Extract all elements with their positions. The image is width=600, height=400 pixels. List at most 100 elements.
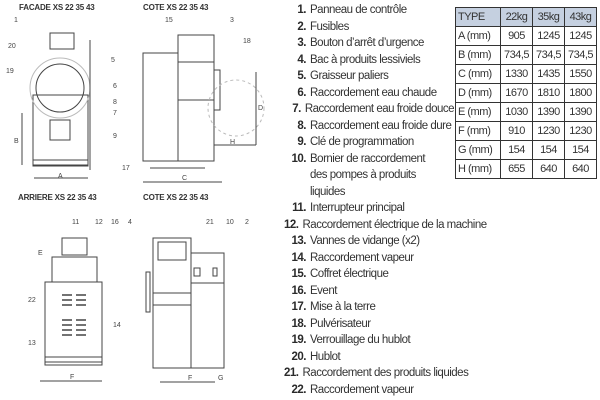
table-cell: A (mm) <box>455 26 501 46</box>
legend-number: 8. <box>297 119 306 132</box>
legend-number: 18. <box>291 317 307 330</box>
legend-text: Bac à produits lessiviels <box>310 53 421 66</box>
table-cell: B (mm) <box>455 45 501 65</box>
legend-text: Bouton d’arrêt d’urgence <box>310 37 424 49</box>
legend-item: 21.Raccordement des produits liquides <box>284 365 469 382</box>
table-cell: 640 <box>564 159 597 179</box>
legend-text: Raccordement vapeur <box>310 251 414 264</box>
table-cell: 1810 <box>532 83 565 103</box>
legend-number: 16. <box>291 284 307 297</box>
legend-text: Panneau de contrôle <box>310 4 407 16</box>
table-cell: 734,5 <box>532 45 565 65</box>
legend-text: Event <box>310 284 337 297</box>
legend-number: 3. <box>297 37 306 49</box>
legend-number: 17. <box>291 301 307 313</box>
table-cell: E (mm) <box>455 102 501 122</box>
table-cell: 1230 <box>532 121 565 141</box>
table-cell: 1330 <box>500 64 533 84</box>
table-header: 22kg <box>500 7 533 27</box>
legend-number: 1. <box>297 4 306 16</box>
table-cell: 1030 <box>500 102 533 122</box>
legend-number: 11. <box>292 202 306 214</box>
legend-text: Interrupteur principal <box>310 202 405 214</box>
dimension-label: B <box>14 138 19 145</box>
callout: 16 <box>111 219 119 226</box>
legend-item: 19.Verrouillage du hublot <box>284 332 454 349</box>
legend-text: Raccordement électrique de la machine <box>302 218 488 231</box>
legend-item: 20.Hublot <box>284 349 454 366</box>
legend-item: 18.Pulvérisateur <box>284 316 454 333</box>
legend-number: 21. <box>284 367 299 379</box>
legend-item: 13.Vannes de vidange (x2) <box>284 233 454 250</box>
rear-view-drawing <box>40 237 103 382</box>
callout: 3 <box>230 17 234 24</box>
rear-view-title: ARRIERE XS 22 35 43 <box>18 193 97 202</box>
table-cell: 154 <box>564 140 597 160</box>
callout: 12 <box>95 219 103 226</box>
legend-number: 9. <box>297 136 306 148</box>
callout: 20 <box>8 43 16 50</box>
legend-text: Fusibles <box>310 20 349 33</box>
dimension-label: E <box>38 250 43 257</box>
table-cell: 1670 <box>500 83 533 103</box>
legend-text: Raccordement eau froide dure <box>310 119 452 132</box>
legend-list: 1. Panneau de contrôle 2. Fusibles 3. Bouton … <box>284 2 487 399</box>
legend-item: 4.Bac à produits lessiviels <box>284 52 454 69</box>
legend-item: 22.Raccordement vapeur <box>284 382 454 399</box>
dimension-label: F <box>188 375 192 382</box>
legend-item: 2. Fusibles <box>284 19 454 36</box>
callout: 21 <box>206 219 214 226</box>
legend-item: 16.Event <box>284 283 454 300</box>
legend-text: Coffret électrique <box>310 268 389 280</box>
legend-number: 15. <box>291 268 307 280</box>
callout: 22 <box>28 297 36 304</box>
table-cell: 910 <box>500 121 533 141</box>
legend-number: 14. <box>291 251 307 264</box>
front-view-drawing <box>21 32 91 179</box>
legend-item: 11. Interrupteur principal <box>284 200 454 217</box>
table-cell: 905 <box>500 26 533 46</box>
table-cell: 734,5 <box>500 45 533 65</box>
legend-number: 2. <box>297 20 306 33</box>
legend-number: 13. <box>291 235 307 247</box>
legend-text: Mise à la terre <box>310 301 376 313</box>
callout: 10 <box>226 219 234 226</box>
table-header: 35kg <box>532 7 565 27</box>
legend-item: 6.Raccordement eau chaude <box>284 85 454 102</box>
callout: 18 <box>243 38 251 45</box>
table-header: 43kg <box>564 7 597 27</box>
legend-item: 3. Bouton d’arrêt d’urgence <box>284 35 454 52</box>
table-cell: 640 <box>532 159 565 179</box>
legend-number <box>284 167 310 184</box>
legend-item: des pompes à produits <box>284 167 454 184</box>
callout: 7 <box>113 110 117 117</box>
legend-number: 20. <box>291 350 307 363</box>
legend-text: liquides <box>310 185 346 198</box>
table-cell: 1390 <box>532 102 565 122</box>
callout: 6 <box>113 83 117 90</box>
table-cell: 1800 <box>564 83 597 103</box>
legend-number: 19. <box>291 334 307 346</box>
legend-item: 7.Raccordement eau froide douce <box>284 101 454 118</box>
table-cell: 1245 <box>564 26 597 46</box>
legend-number <box>284 184 310 201</box>
table-cell: 655 <box>500 159 533 179</box>
legend-item: 14.Raccordement vapeur <box>284 250 454 267</box>
legend-text: des pompes à produits <box>310 169 416 181</box>
legend-text: Graisseur paliers <box>310 70 389 82</box>
legend-number: 22. <box>291 383 307 396</box>
legend-number: 7. <box>292 103 301 115</box>
dimension-label: A <box>58 173 63 180</box>
drawing-callouts: 1 20 19 5 15 3 18 6 8 7 9 17 11 12 16 22… <box>6 17 263 382</box>
table-cell: 1550 <box>564 64 597 84</box>
dimension-label: H <box>230 139 235 146</box>
legend-item: 12.Raccordement électrique de la machine <box>284 217 487 234</box>
callout: 8 <box>113 99 117 106</box>
table-header: TYPE <box>455 7 501 27</box>
legend-text: Hublot <box>310 350 341 363</box>
callout: 11 <box>72 219 79 226</box>
